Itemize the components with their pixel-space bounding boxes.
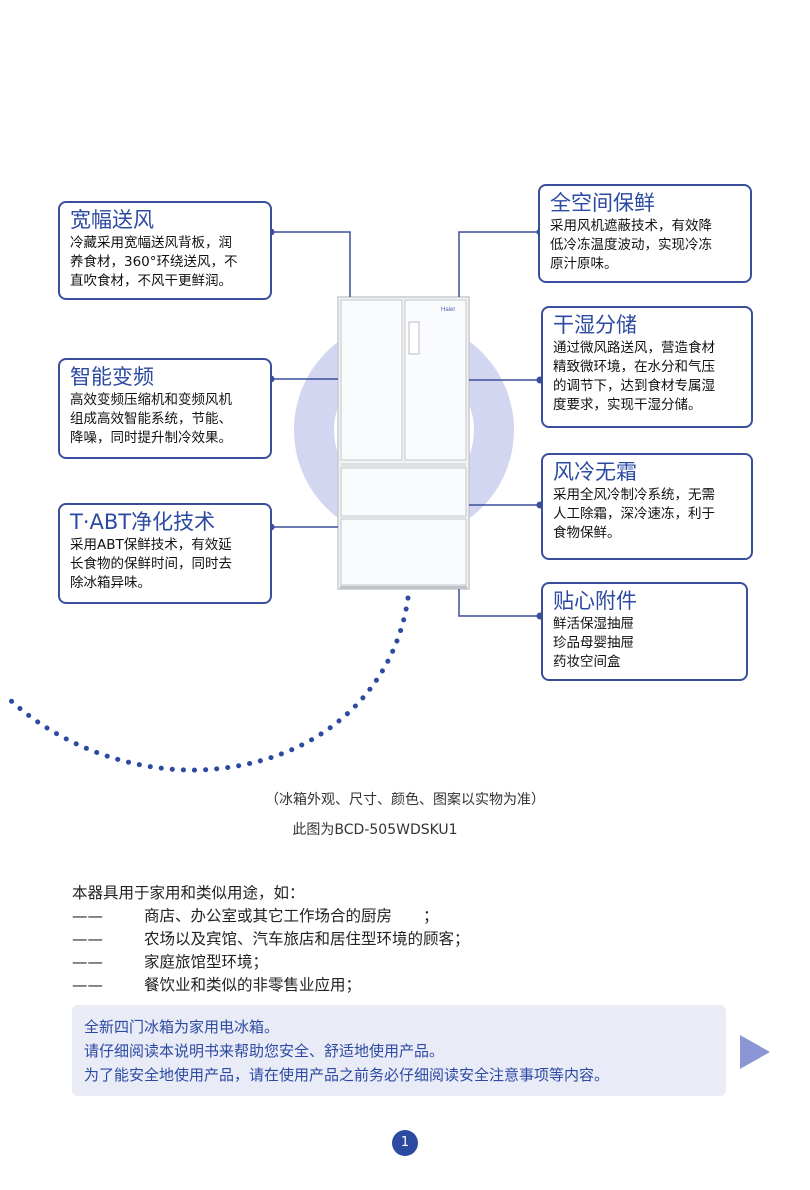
feature-line: 人工除霜，深冷速冻，利于 <box>553 506 715 522</box>
feature-box-smart-inverter: 智能变频 高效变频压缩机和变频风机 组成高效智能系统，节能、 降噪，同时提升制冷… <box>58 358 272 459</box>
triangle-right-icon[interactable] <box>738 1033 772 1071</box>
notice-line: 全新四门冰箱为家用电冰箱。 <box>84 1018 280 1036</box>
feature-line: 原汁原味。 <box>550 256 618 272</box>
feature-line: 除冰箱异味。 <box>70 575 151 591</box>
feature-line: 长食物的保鲜时间，同时去 <box>70 556 232 572</box>
model-caption: 此图为BCD-505WDSKU1 <box>292 822 458 838</box>
feature-line: 高效变频压缩机和变频风机 <box>70 392 232 408</box>
feature-title: 智能变频 <box>70 365 154 389</box>
feature-box-frost-free: 风冷无霜 采用全风冷制冷系统，无需 人工除霜，深冷速冻，利于 食物保鲜。 <box>541 453 753 560</box>
notice-line: 请仔细阅读本说明书来帮助您安全、舒适地使用产品。 <box>84 1042 445 1060</box>
feature-box-abt-purification: T·ABT净化技术 采用ABT保鲜技术，有效延 长食物的保鲜时间，同时去 除冰箱… <box>58 503 272 604</box>
usage-dash: —— <box>72 930 103 948</box>
feature-line: 鲜活保湿抽屉 <box>553 616 634 632</box>
feature-line: 的调节下，达到食材专属湿 <box>553 378 715 394</box>
fridge-brand-logo: Haier <box>441 307 455 313</box>
usage-section: 本器具用于家用和类似用途，如： —— 商店、办公室或其它工作场合的厨房 ； ——… <box>72 882 470 997</box>
feature-line: 养食材，360°环绕送风，不 <box>70 254 238 270</box>
usage-item: —— 农场以及宾馆、汽车旅店和居住型环境的顾客； <box>72 928 470 951</box>
usage-item: —— 商店、办公室或其它工作场合的厨房 ； <box>72 905 470 928</box>
feature-title: 宽幅送风 <box>70 208 154 232</box>
feature-title: 干湿分储 <box>553 313 637 337</box>
usage-item-text: 家庭旅馆型环境； <box>144 953 269 971</box>
notice-line: 为了能安全地使用产品，请在使用产品之前务必仔细阅读安全注意事项等内容。 <box>84 1066 610 1084</box>
feature-title: 全空间保鲜 <box>550 191 655 215</box>
page-number: 1 <box>392 1130 418 1156</box>
usage-dash: —— <box>72 953 103 971</box>
usage-dash: —— <box>72 976 103 994</box>
usage-item: —— 餐饮业和类似的非零售业应用； <box>72 974 470 997</box>
feature-box-dry-wet-storage: 干湿分储 通过微风路送风，营造食材 精致微环境，在水分和气压 的调节下，达到食材… <box>541 306 753 428</box>
usage-item-text: 餐饮业和类似的非零售业应用； <box>144 976 362 994</box>
usage-item-text: 商店、办公室或其它工作场合的厨房 ； <box>144 907 439 925</box>
feature-line: 通过微风路送风，营造食材 <box>553 340 715 356</box>
feature-line: 直吹食材，不风干更鲜润。 <box>70 273 232 289</box>
feature-line: 药妆空间盒 <box>553 654 621 670</box>
feature-line: 采用风机遮蔽技术，有效降 <box>550 218 712 234</box>
feature-title: T·ABT净化技术 <box>70 510 216 534</box>
feature-line: 度要求，实现干湿分储。 <box>553 397 702 413</box>
feature-line: 冷藏采用宽幅送风背板，润 <box>70 235 232 251</box>
feature-line: 珍品母婴抽屉 <box>553 635 634 651</box>
appearance-disclaimer: （冰箱外观、尺寸、颜色、图案以实物为准） <box>265 792 545 808</box>
feature-line: 采用ABT保鲜技术，有效延 <box>70 537 232 553</box>
usage-dash: —— <box>72 907 103 925</box>
feature-line: 组成高效智能系统，节能、 <box>70 411 232 427</box>
usage-item: —— 家庭旅馆型环境； <box>72 951 470 974</box>
notice-box: 全新四门冰箱为家用电冰箱。 请仔细阅读本说明书来帮助您安全、舒适地使用产品。 为… <box>72 1005 726 1096</box>
feature-box-wide-airflow: 宽幅送风 冷藏采用宽幅送风背板，润 养食材，360°环绕送风，不 直吹食材，不风… <box>58 201 272 300</box>
feature-line: 采用全风冷制冷系统，无需 <box>553 487 715 503</box>
feature-line: 精致微环境，在水分和气压 <box>553 359 715 375</box>
feature-box-full-space-fresh: 全空间保鲜 采用风机遮蔽技术，有效降 低冷冻温度波动，实现冷冻 原汁原味。 <box>538 184 752 283</box>
usage-intro: 本器具用于家用和类似用途，如： <box>72 884 305 902</box>
feature-line: 食物保鲜。 <box>553 525 621 541</box>
feature-line: 降噪，同时提升制冷效果。 <box>70 430 232 446</box>
usage-item-text: 农场以及宾馆、汽车旅店和居住型环境的顾客； <box>144 930 470 948</box>
refrigerator-illustration: Haier <box>337 296 470 590</box>
feature-title: 风冷无霜 <box>553 460 637 484</box>
dotted-arc <box>2 595 411 773</box>
feature-box-accessories: 贴心附件 鲜活保湿抽屉 珍品母婴抽屉 药妆空间盒 <box>541 582 748 681</box>
feature-line: 低冷冻温度波动，实现冷冻 <box>550 237 712 253</box>
feature-title: 贴心附件 <box>553 589 637 613</box>
